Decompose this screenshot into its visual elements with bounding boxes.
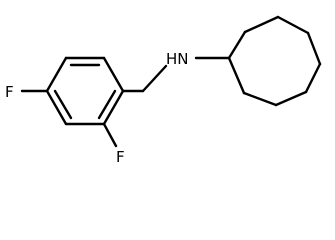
- cyclooctane-bond-4: [306, 31, 322, 66]
- ring-bond-c6-c1: [45, 56, 68, 93]
- cyclooctane-bond-7: [242, 91, 278, 107]
- ring-double-bond-left: [53, 89, 73, 120]
- ring-double-bond-right: [97, 89, 117, 120]
- molecule-structure: HN F F: [5, 15, 322, 166]
- cyclooctane-bond-6: [274, 90, 308, 107]
- cyclooctane-bond-8: [227, 56, 246, 95]
- cyclooctane-bond-1: [227, 30, 247, 60]
- cyclooctane-bond-2: [243, 15, 280, 34]
- cyclooctane-bond-5: [304, 62, 322, 94]
- ring-bond-c5-c6: [45, 89, 68, 126]
- bond-ch2-n: [141, 64, 168, 93]
- ring-bond-c3-c4: [102, 89, 125, 126]
- benzene-ring: [45, 56, 125, 126]
- atom-label-nh: HN: [166, 50, 189, 68]
- cyclooctane-bond-3: [276, 15, 310, 35]
- ring-bond-c2-c3: [102, 56, 125, 93]
- cyclooctane-ring: [227, 15, 322, 107]
- atom-label-f-para: F: [5, 83, 14, 101]
- bond-c-f-ortho: [102, 122, 118, 148]
- atom-label-f-ortho: F: [116, 148, 125, 166]
